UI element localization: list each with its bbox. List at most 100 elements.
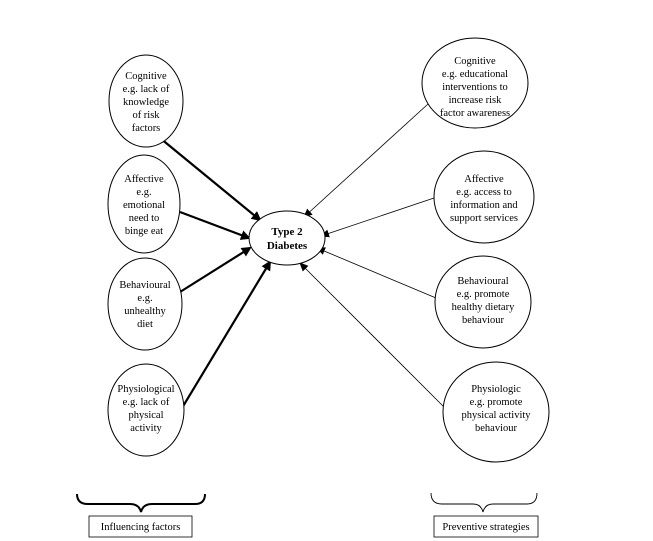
svg-text:of risk: of risk [132,110,160,121]
svg-text:knowledge: knowledge [123,97,169,108]
node-text-line: Cognitive [454,56,496,67]
node-text-line: e.g. [136,187,151,198]
svg-text:unhealthy: unhealthy [124,306,166,317]
node-text-line: behaviour [462,315,504,326]
svg-text:Behavioural: Behavioural [119,280,170,291]
influencing-factors-text: Influencing factors [101,522,181,533]
node-text-line: factor awareness [440,108,510,119]
svg-text:emotional: emotional [123,200,165,211]
node-text-line: Physiologic [471,384,521,395]
node-text-line: physical [129,410,164,421]
factor-affective: Affective e.g. emotional need to binge e… [107,154,181,254]
svg-text:need to: need to [129,213,160,224]
preventive-arrows [299,103,448,411]
right-brace [430,492,538,513]
svg-text:Diabetes: Diabetes [267,240,308,252]
svg-text:Affective: Affective [124,174,164,185]
node-text-line: Behavioural [119,280,170,291]
preventive-strategies-text: Preventive strategies [442,522,529,533]
svg-text:factors: factors [132,123,161,134]
node-text-line: behaviour [475,423,517,434]
node-text-line: activity [130,423,162,434]
node-text-line: Physiological [117,384,174,395]
node-text-line: binge eat [125,226,163,237]
svg-text:interventions to: interventions to [442,82,508,93]
factor-physiological: Physiological e.g. lack of physical acti… [107,363,185,457]
influencing-arrows [159,137,272,409]
center-node: Type 2 Diabetes [248,210,326,266]
influencing-factors-label: Influencing factors [88,515,193,538]
svg-text:Cognitive: Cognitive [454,56,496,67]
svg-text:Physiological: Physiological [117,384,174,395]
arrow-physiological-factor [181,260,272,409]
svg-text:diet: diet [137,319,153,330]
arrow-cognitive-factor [159,137,262,222]
strategy-affective: Affective e.g. access to information and… [433,150,535,244]
svg-text:e.g. promote: e.g. promote [470,397,523,408]
svg-text:Type 2: Type 2 [271,226,303,238]
svg-text:e.g. promote: e.g. promote [457,289,510,300]
strategy-physiologic: Physiologic e.g. promote physical activi… [442,361,550,463]
preventive-strategies-label: Preventive strategies [433,515,539,538]
node-text-line: of risk [132,110,160,121]
node-text-line: physical activity [461,410,531,421]
svg-text:support services: support services [450,213,518,224]
svg-text:healthy dietary: healthy dietary [452,302,515,313]
svg-text:increase risk: increase risk [449,95,503,106]
strategy-cognitive: Cognitive e.g. educational interventions… [421,37,529,129]
node-text-line: e.g. [137,293,152,304]
svg-text:physical: physical [129,410,164,421]
svg-text:behaviour: behaviour [462,315,504,326]
node-text-line: Behavioural [457,276,508,287]
node-text-line: e.g. lack of [123,84,170,95]
arrow-physiologic-strategy [299,262,448,411]
svg-text:e.g. lack of: e.g. lack of [123,84,170,95]
svg-text:Cognitive: Cognitive [125,71,167,82]
center-line: Type 2 [271,226,303,238]
node-text-line: diet [137,319,153,330]
svg-text:behaviour: behaviour [475,423,517,434]
center-line: Diabetes [267,240,308,252]
svg-text:e.g. access to: e.g. access to [456,187,511,198]
node-text-line: e.g. promote [470,397,523,408]
node-text-line: Cognitive [125,71,167,82]
arrow-behavioural-strategy [316,247,437,299]
node-text-line: healthy dietary [452,302,515,313]
arrow-behavioural-factor [179,246,252,293]
node-text-line: support services [450,213,518,224]
left-brace [76,493,206,513]
node-text-line: e.g. lack of [123,397,170,408]
svg-text:activity: activity [130,423,162,434]
arrow-cognitive-strategy [303,103,429,218]
node-text-line: increase risk [449,95,503,106]
arrow-affective-factor [179,210,251,240]
node-text-line: factors [132,123,161,134]
svg-text:e.g.: e.g. [137,293,152,304]
factor-cognitive: Cognitive e.g. lack of knowledge of risk… [108,54,184,148]
arrow-affective-strategy [320,196,438,238]
svg-text:information and: information and [450,200,518,211]
svg-text:e.g.: e.g. [136,187,151,198]
svg-text:binge eat: binge eat [125,226,163,237]
node-text-line: Affective [124,174,164,185]
strategy-behavioural: Behavioural e.g. promote healthy dietary… [434,255,532,349]
node-text-line: Affective [464,174,504,185]
svg-text:e.g. educational: e.g. educational [442,69,508,80]
svg-text:physical activity: physical activity [461,410,531,421]
svg-text:Behavioural: Behavioural [457,276,508,287]
node-text-line: knowledge [123,97,169,108]
node-text-line: e.g. educational [442,69,508,80]
node-text-line: need to [129,213,160,224]
svg-text:Physiologic: Physiologic [471,384,521,395]
node-text-line: emotional [123,200,165,211]
factor-behavioural: Behavioural e.g. unhealthy diet [107,257,183,351]
node-text-line: information and [450,200,518,211]
svg-text:Affective: Affective [464,174,504,185]
node-text-line: e.g. access to [456,187,511,198]
node-text-line: interventions to [442,82,508,93]
svg-text:factor awareness: factor awareness [440,108,510,119]
node-text-line: e.g. promote [457,289,510,300]
svg-text:e.g. lack of: e.g. lack of [123,397,170,408]
node-text-line: unhealthy [124,306,166,317]
